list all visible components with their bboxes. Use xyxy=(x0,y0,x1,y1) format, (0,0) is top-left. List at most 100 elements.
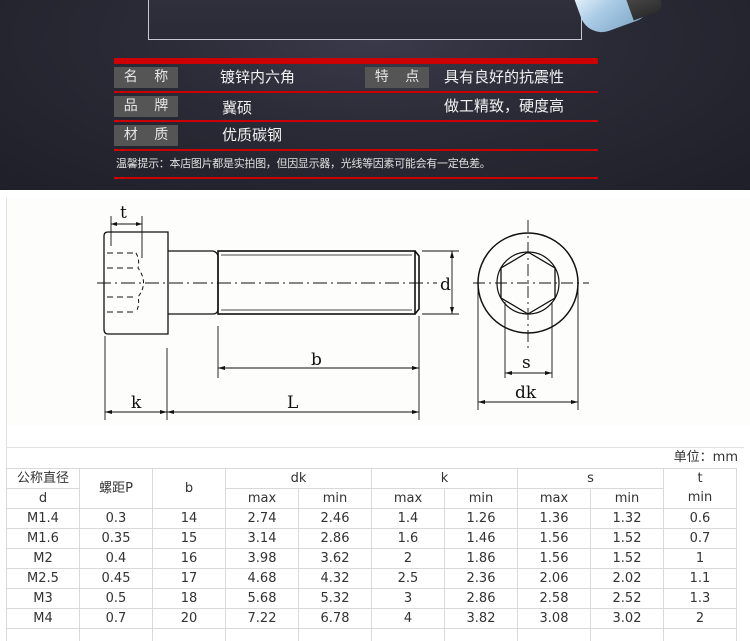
cell-k-min: 2.36 xyxy=(444,568,518,589)
dim-label-t: t xyxy=(120,203,127,223)
cell-dk-max: 3.98 xyxy=(225,548,299,569)
dim-label-dk: dk xyxy=(515,383,537,403)
cell-b: 14 xyxy=(152,508,226,529)
cell-k-min: 1.86 xyxy=(444,548,518,569)
cell-s-min: 1.52 xyxy=(590,528,664,549)
table-row: M2.5 0.45 17 4.68 4.32 2.5 2.36 2.06 2.0… xyxy=(6,568,737,589)
cell-s-min: 2.52 xyxy=(590,588,664,609)
cell-s-max: 3.08 xyxy=(517,608,591,629)
spec-row-material: 材 质 优质碳钢 xyxy=(114,122,598,149)
cell-k-min: 2.86 xyxy=(444,588,518,609)
unit-row: 单位：mm xyxy=(6,448,744,468)
cell-dk-max: 3.14 xyxy=(225,528,299,549)
dim-label-s: s xyxy=(522,353,531,373)
header-dk-min: min xyxy=(298,488,372,509)
cell-dk-min: 4.32 xyxy=(298,568,372,589)
red-divider xyxy=(114,177,598,179)
dim-label-k: k xyxy=(131,393,142,413)
cell-b: 16 xyxy=(152,548,226,569)
table-row: M1.4 0.3 14 2.74 2.46 1.4 1.26 1.36 1.32… xyxy=(6,508,737,529)
header-dk-max: max xyxy=(225,488,299,509)
header-k: k xyxy=(371,468,518,489)
spec-value-material: 优质碳钢 xyxy=(222,126,283,144)
technical-drawing: t b k L d s xyxy=(6,198,750,426)
product-banner: 名 称 镀锌内六角 特 点 具有良好的抗震性 品 牌 冀硕 做工精致，硬度高 材… xyxy=(0,0,750,190)
feature-line-2: 做工精致，硬度高 xyxy=(444,97,565,115)
spec-value-name: 镀锌内六角 xyxy=(220,68,296,86)
cell-pitch: 0.45 xyxy=(79,568,153,589)
cell-t-min: 1.3 xyxy=(663,588,737,609)
cell-dk-max: 4.68 xyxy=(225,568,299,589)
header-t: t xyxy=(663,468,737,489)
spec-row-name: 名 称 镀锌内六角 特 点 具有良好的抗震性 xyxy=(114,64,598,91)
cell-k-max: 3 xyxy=(371,588,445,609)
socket-hidden-lines xyxy=(107,252,134,313)
red-divider xyxy=(114,58,598,64)
cell-d: M2 xyxy=(6,548,80,569)
cell-b: 15 xyxy=(152,528,226,549)
cell-dk-max: 7.22 xyxy=(225,608,299,629)
cell-s-max: 1.36 xyxy=(517,508,591,529)
cell-k-min: 1.46 xyxy=(444,528,518,549)
cell-dk-min: 3.62 xyxy=(298,548,372,569)
dimension-table-area: 单位：mm 公称直径 螺距P b dk k s t d max min max … xyxy=(6,426,744,641)
header-b: b xyxy=(152,468,226,509)
header-s-min: min xyxy=(590,488,664,509)
cell-t-min: 2 xyxy=(663,608,737,629)
table-row: M1.6 0.35 15 3.14 2.86 1.6 1.46 1.56 1.5… xyxy=(6,528,737,549)
cell-pitch: 0.4 xyxy=(79,548,153,569)
cell-s-min: 1.52 xyxy=(590,548,664,569)
cell-t-min: 0.6 xyxy=(663,508,737,529)
cell-k-max: 1.6 xyxy=(371,528,445,549)
cell-pitch: 0.7 xyxy=(79,608,153,629)
header-s: s xyxy=(517,468,664,489)
cell-t-min: 1 xyxy=(663,548,737,569)
cell-b: 20 xyxy=(152,608,226,629)
dimension-table: 公称直径 螺距P b dk k s t d max min max min ma… xyxy=(6,468,737,641)
red-divider xyxy=(114,149,598,151)
cell-b: 18 xyxy=(152,588,226,609)
cell-s-min: 3.02 xyxy=(590,608,664,629)
dim-label-d: d xyxy=(440,275,451,295)
table-row: M3 0.5 18 5.68 5.32 3 2.86 2.58 2.52 1.3 xyxy=(6,588,737,609)
spec-value-brand: 冀硕 xyxy=(222,99,253,117)
spec-label-brand: 品 牌 xyxy=(114,96,178,117)
cell-d: M3 xyxy=(6,588,80,609)
cell-d: M1.4 xyxy=(6,508,80,529)
cell-d: M4 xyxy=(6,608,80,629)
cell-k-min: 3.82 xyxy=(444,608,518,629)
spec-block: 名 称 镀锌内六角 特 点 具有良好的抗震性 品 牌 冀硕 做工精致，硬度高 材… xyxy=(114,58,598,179)
feature-label: 特 点 xyxy=(365,67,429,88)
header-dk: dk xyxy=(225,468,372,489)
cell-s-max: 1.56 xyxy=(517,528,591,549)
cell-s-max: 2.06 xyxy=(517,568,591,589)
table-row: M4 0.7 20 7.22 6.78 4 3.82 3.08 3.02 2 xyxy=(6,608,737,629)
cell-b: 17 xyxy=(152,568,226,589)
red-divider xyxy=(114,91,598,93)
cell-pitch: 0.35 xyxy=(79,528,153,549)
header-nominal-d: d xyxy=(6,488,80,509)
notice-text: 温馨提示：本店图片都是实拍图，但因显示器，光线等因素可能会有一定色差。 xyxy=(116,157,491,170)
header-nominal-d-cn: 公称直径 xyxy=(6,468,80,489)
dim-label-L: L xyxy=(287,393,298,413)
unit-label: 单位：mm xyxy=(673,450,738,465)
cell-k-max: 2.5 xyxy=(371,568,445,589)
cell-dk-min: 5.32 xyxy=(298,588,372,609)
cell-dk-min: 2.46 xyxy=(298,508,372,529)
spec-label-name: 名 称 xyxy=(114,67,178,88)
cell-s-max: 2.58 xyxy=(517,588,591,609)
cell-s-max: 1.56 xyxy=(517,548,591,569)
cell-pitch: 0.3 xyxy=(79,508,153,529)
spec-label-material: 材 质 xyxy=(114,125,178,146)
cell-pitch: 0.5 xyxy=(79,588,153,609)
cell-k-max: 2 xyxy=(371,548,445,569)
cell-dk-min: 6.78 xyxy=(298,608,372,629)
header-pitch: 螺距P xyxy=(79,468,153,509)
bolt-diagram: t b k L d s xyxy=(97,203,589,420)
header-s-max: max xyxy=(517,488,591,509)
table-row-partial xyxy=(6,628,737,641)
table-row: M2 0.4 16 3.98 3.62 2 1.86 1.56 1.52 1 xyxy=(6,548,737,569)
cell-d: M2.5 xyxy=(6,568,80,589)
bolt-head xyxy=(103,231,169,335)
cell-t-min: 0.7 xyxy=(663,528,737,549)
